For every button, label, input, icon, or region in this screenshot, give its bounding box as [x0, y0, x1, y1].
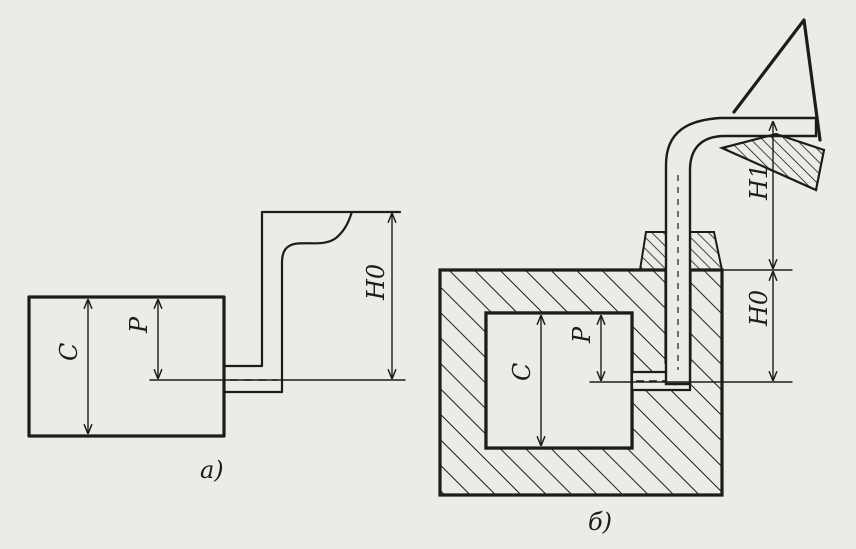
collar-right	[689, 231, 724, 271]
label-c-b: C	[508, 363, 536, 381]
caption-b: б)	[588, 508, 612, 536]
label-c-a: C	[55, 343, 83, 361]
label-h1-b: H1	[745, 164, 773, 201]
label-h0-b: H0	[745, 290, 773, 327]
caption-a: a)	[200, 456, 224, 484]
mold-cavity	[484, 311, 634, 450]
figure-a: C P H0 a)	[27, 210, 406, 484]
collar-left	[638, 231, 667, 271]
figure-b: C P H0 H1 б)	[438, 18, 826, 536]
label-h0-a: H0	[362, 264, 390, 301]
pipe-a-vertical	[260, 210, 402, 394]
label-p-a: P	[125, 316, 153, 334]
label-p-b: P	[568, 326, 596, 344]
pipe-a-horizontal	[222, 364, 284, 394]
ladle-outline	[732, 18, 822, 142]
